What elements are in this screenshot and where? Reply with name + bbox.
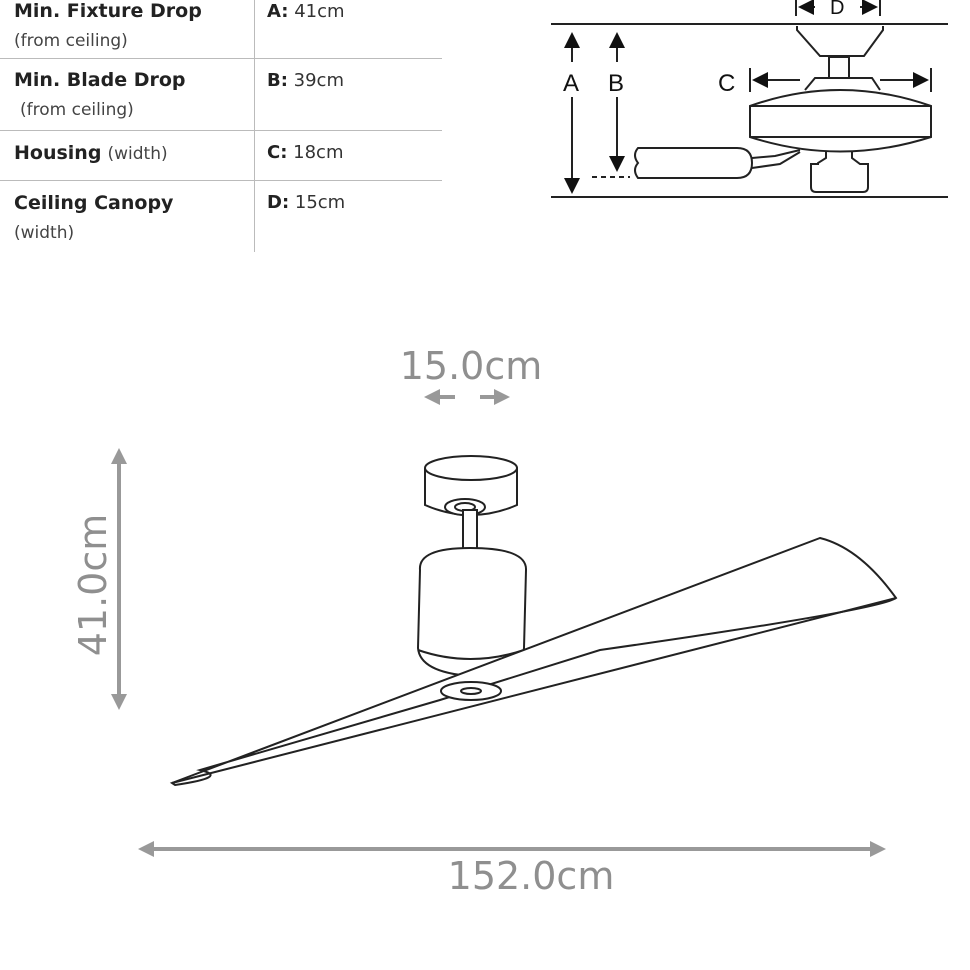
blade-arm	[751, 149, 801, 169]
schematic-diagram	[551, 0, 948, 198]
downrod	[462, 509, 478, 551]
blade-outline	[634, 147, 754, 179]
table-row: Min. Fixture Drop (from ceiling) A: 41cm	[0, 0, 442, 59]
spec-note: (from ceiling)	[14, 31, 128, 51]
spec-label: Min. Fixture Drop	[14, 0, 202, 22]
spec-key: B:	[267, 70, 288, 91]
downrod-outline	[828, 56, 850, 79]
spec-value: 39cm	[293, 70, 344, 91]
label-c: C	[718, 70, 735, 97]
housing-outline	[749, 89, 932, 153]
fan-blades	[169, 536, 898, 787]
cap-outline	[804, 77, 881, 91]
span-label: 152.0cm	[448, 854, 615, 898]
spec-note: (width)	[107, 144, 168, 164]
spec-label: Min. Blade Drop	[14, 69, 186, 91]
spec-label: Housing	[14, 142, 102, 164]
spec-value: 41cm	[294, 1, 345, 22]
spec-note: (width)	[14, 223, 75, 243]
table-row: Ceiling Canopy (width) D: 15cm	[0, 181, 442, 252]
label-b: B	[608, 70, 624, 97]
column-divider	[254, 0, 255, 252]
height-label: 41.0cm	[71, 514, 115, 657]
spec-key: A:	[267, 1, 289, 22]
spec-key: D:	[267, 192, 290, 213]
canopy-outline	[796, 26, 884, 57]
spec-value: 18cm	[293, 142, 344, 163]
label-d: D	[830, 0, 844, 19]
dimension-lines	[111, 389, 886, 857]
spec-key: C:	[267, 142, 288, 163]
label-a: A	[563, 70, 579, 97]
table-row: Housing (width) C: 18cm	[0, 131, 442, 181]
motor-housing	[416, 546, 528, 678]
spec-value: 15cm	[294, 192, 346, 213]
light-kit-outline	[810, 152, 869, 193]
spec-label: Ceiling Canopy	[14, 192, 174, 214]
table-row: Min. Blade Drop (from ceiling) B: 39cm	[0, 59, 442, 131]
canopy-width-label: 15.0cm	[400, 344, 543, 388]
spec-note: (from ceiling)	[20, 100, 134, 120]
fan-drawing	[169, 455, 898, 787]
